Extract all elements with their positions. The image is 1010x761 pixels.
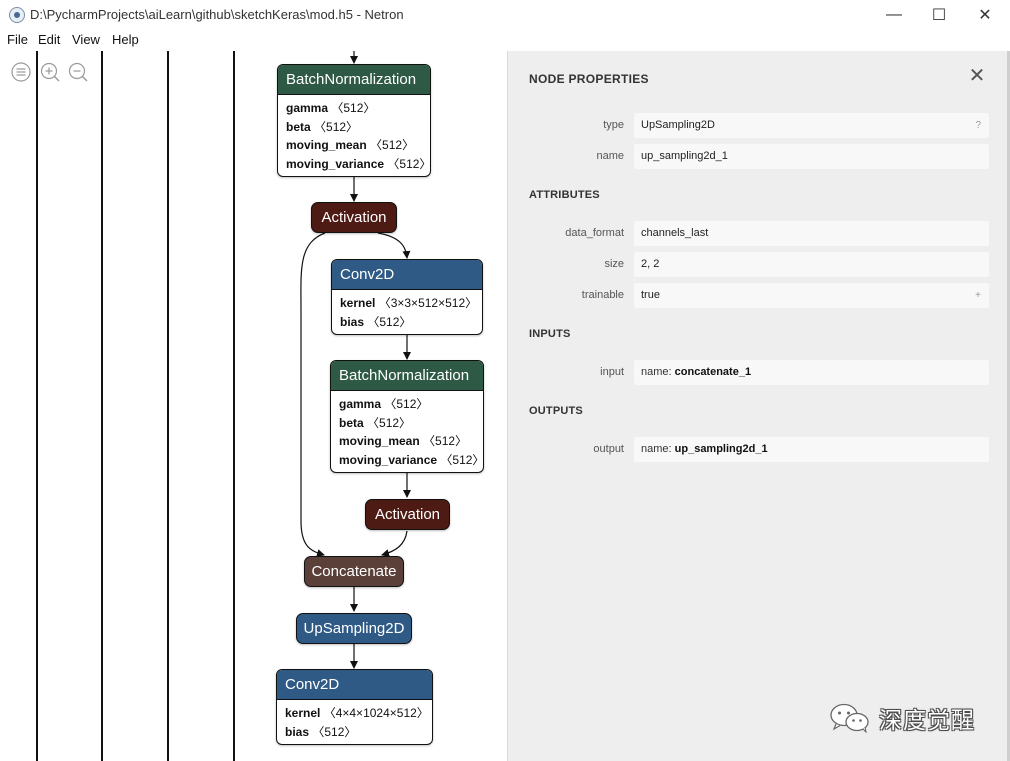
netron-logo-icon [9, 7, 25, 23]
attr-row: moving_mean 〈512〉 [339, 434, 468, 448]
minimize-button[interactable]: — [886, 6, 902, 23]
watermark: 深度觉醒 [829, 701, 975, 735]
node-properties-panel: NODE PROPERTIES ✕ type UpSampling2D ? na… [507, 51, 1007, 761]
output-name-prefix: name: [641, 443, 672, 455]
graph-edge-line [233, 51, 235, 761]
menu-bar: File Edit View Help [0, 30, 1010, 51]
zoom-in-icon[interactable] [40, 62, 60, 82]
prop-label-input: input [600, 366, 624, 378]
type-value-text: UpSampling2D [641, 119, 715, 131]
input-name-value: concatenate_1 [674, 366, 752, 378]
node-activation-1[interactable]: Activation [311, 202, 397, 233]
attr-row: kernel 〈3×3×512×512〉 [340, 296, 478, 310]
section-attributes: ATTRIBUTES [529, 189, 600, 201]
prop-label-name: name [596, 150, 624, 162]
close-panel-button[interactable]: ✕ [968, 65, 986, 87]
attr-row: bias 〈512〉 [340, 314, 412, 329]
prop-value-trainable[interactable]: true + [634, 283, 989, 308]
prop-value-input[interactable]: name: concatenate_1 [634, 360, 989, 385]
menu-file[interactable]: File [7, 32, 28, 47]
edge-act2-to-concat [381, 530, 408, 557]
node-title: BatchNormalization [278, 65, 430, 95]
prop-label-trainable: trainable [581, 289, 624, 301]
node-conv2d-1[interactable]: Conv2D kernel 〈3×3×512×512〉 bias 〈512〉 [331, 259, 483, 335]
attr-row: moving_variance 〈512〉 [286, 156, 431, 171]
prop-value-size[interactable]: 2, 2 [634, 252, 989, 277]
node-attributes: kernel 〈3×3×512×512〉 bias 〈512〉 [332, 290, 482, 331]
graph-edge-line [36, 51, 38, 761]
attr-row: moving_mean 〈512〉 [286, 138, 415, 152]
prop-value-data-format[interactable]: channels_last [634, 221, 989, 246]
wechat-logo-icon [830, 703, 869, 733]
menu-help[interactable]: Help [112, 32, 139, 47]
help-icon[interactable]: ? [975, 120, 981, 131]
prop-value-output[interactable]: name: up_sampling2d_1 [634, 437, 989, 462]
section-outputs: OUTPUTS [529, 405, 583, 417]
attr-row: gamma 〈512〉 [339, 397, 429, 411]
menu-edit[interactable]: Edit [38, 32, 61, 47]
node-conv2d-2[interactable]: Conv2D kernel 〈4×4×1024×512〉 bias 〈512〉 [276, 669, 433, 745]
list-icon[interactable] [11, 62, 31, 82]
expand-icon[interactable]: + [975, 290, 981, 301]
node-activation-2[interactable]: Activation [365, 499, 450, 530]
output-name-value: up_sampling2d_1 [674, 443, 768, 455]
zoom-out-icon[interactable] [68, 62, 88, 82]
prop-label-data-format: data_format [565, 227, 624, 239]
prop-label-type: type [603, 119, 624, 131]
node-title: BatchNormalization [331, 361, 483, 391]
graph-canvas[interactable]: BatchNormalization gamma 〈512〉 beta 〈512… [0, 51, 507, 761]
prop-value-name[interactable]: up_sampling2d_1 [634, 144, 989, 169]
watermark-text: 深度觉醒 [879, 708, 975, 734]
prop-label-output: output [593, 443, 624, 455]
node-attributes: gamma 〈512〉 beta 〈512〉 moving_mean 〈512〉… [331, 391, 483, 469]
attr-row: gamma 〈512〉 [286, 101, 376, 115]
attr-row: moving_variance 〈512〉 [339, 452, 484, 467]
attr-row: beta 〈512〉 [339, 415, 412, 430]
attr-row: beta 〈512〉 [286, 119, 359, 134]
node-attributes: kernel 〈4×4×1024×512〉 bias 〈512〉 [277, 700, 432, 741]
node-batchnormalization-2[interactable]: BatchNormalization gamma 〈512〉 beta 〈512… [330, 360, 484, 473]
node-title: Conv2D [332, 260, 482, 290]
edge-act1-to-conv1 [377, 232, 411, 259]
window-edge [1007, 51, 1010, 761]
node-concatenate[interactable]: Concatenate [304, 556, 404, 587]
node-upsampling2d[interactable]: UpSampling2D [296, 613, 412, 644]
node-batchnormalization-1[interactable]: BatchNormalization gamma 〈512〉 beta 〈512… [277, 64, 431, 177]
window-title: D:\PycharmProjects\aiLearn\github\sketch… [30, 7, 404, 22]
panel-title: NODE PROPERTIES [529, 72, 649, 86]
graph-edges [300, 51, 411, 669]
prop-value-type[interactable]: UpSampling2D ? [634, 113, 989, 138]
section-inputs: INPUTS [529, 328, 571, 340]
graph-edge-line [167, 51, 169, 761]
node-attributes: gamma 〈512〉 beta 〈512〉 moving_mean 〈512〉… [278, 95, 430, 173]
attr-row: bias 〈512〉 [285, 724, 357, 739]
maximize-button[interactable]: ☐ [931, 7, 947, 24]
graph-edge-line [101, 51, 103, 761]
node-title: Conv2D [277, 670, 432, 700]
menu-view[interactable]: View [72, 32, 100, 47]
edge-act1-to-concat [300, 232, 326, 557]
input-name-prefix: name: [641, 366, 672, 378]
prop-label-size: size [604, 258, 624, 270]
trainable-value-text: true [641, 289, 660, 301]
title-bar: D:\PycharmProjects\aiLearn\github\sketch… [0, 0, 1010, 30]
attr-row: kernel 〈4×4×1024×512〉 [285, 706, 429, 720]
close-window-button[interactable]: ✕ [978, 7, 992, 24]
